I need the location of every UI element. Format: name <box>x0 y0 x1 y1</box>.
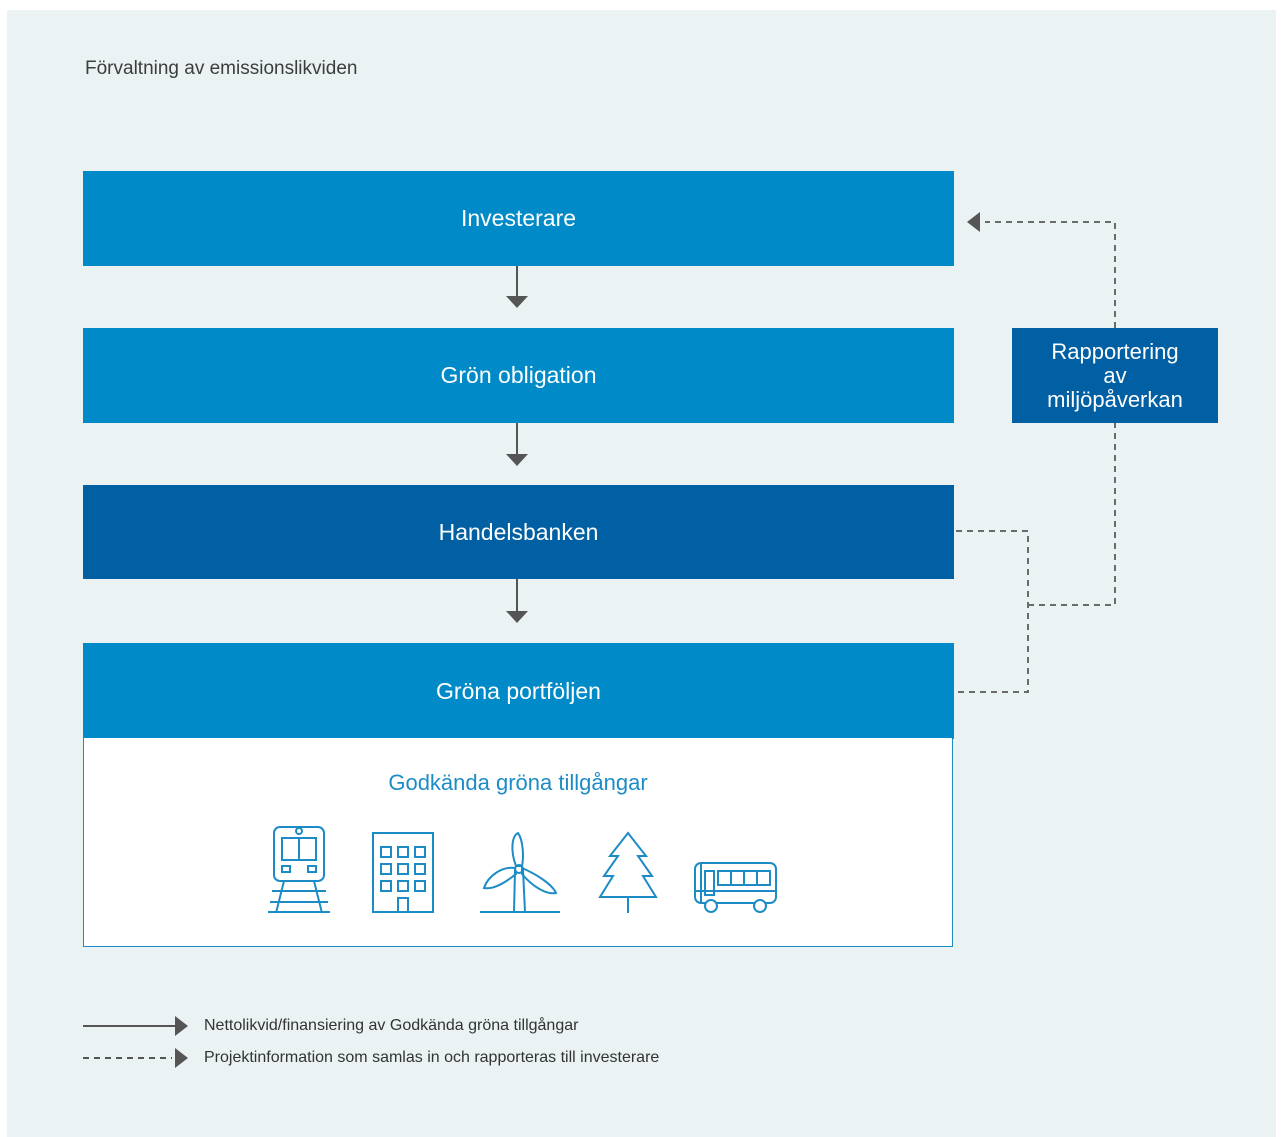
reporting-box: Rapportering av miljöpåverkan <box>1012 328 1218 423</box>
tree-icon <box>598 831 658 913</box>
legend-dashed-label: Projektinformation som samlas in och rap… <box>204 1049 660 1066</box>
reporting-line-1: Rapportering <box>1051 338 1179 364</box>
page-title: Förvaltning av emissionslikviden <box>85 58 358 79</box>
dashed-arrowhead <box>967 212 980 232</box>
train-icon <box>268 826 330 914</box>
dashed-bank-portfolio-link <box>956 530 1029 693</box>
legend-solid-label: Nettolikvid/finansiering av Godkända grö… <box>204 1017 579 1034</box>
bus-icon <box>694 862 777 913</box>
arrowhead-2 <box>506 454 528 466</box>
investors-label: Investerare <box>460 205 577 231</box>
portfolio-label: Gröna portföljen <box>436 677 601 704</box>
bank-label: Handelsbanken <box>438 518 599 545</box>
green-bond-label: Grön obligation <box>440 362 597 388</box>
approved-assets-title: Godkända gröna tillgångar <box>388 770 648 795</box>
wind-turbine-icon <box>480 831 560 913</box>
legend-dashed-arrowhead <box>175 1048 188 1068</box>
legend-solid-arrowhead <box>175 1016 188 1036</box>
reporting-line-2: av <box>1103 362 1127 388</box>
building-icon <box>372 832 434 913</box>
bank-box: Handelsbanken <box>83 485 954 579</box>
green-bond-box: Grön obligation <box>83 328 954 423</box>
arrowhead-3 <box>506 611 528 623</box>
dashed-to-reporting <box>1028 423 1116 606</box>
investors-box: Investerare <box>83 171 954 266</box>
legend-symbols <box>83 1016 188 1068</box>
dashed-reporting-to-investors <box>985 221 1116 328</box>
arrowhead-1 <box>506 296 528 308</box>
portfolio-box: Gröna portföljen <box>83 643 954 739</box>
reporting-line-3: miljöpåverkan <box>1047 386 1183 412</box>
